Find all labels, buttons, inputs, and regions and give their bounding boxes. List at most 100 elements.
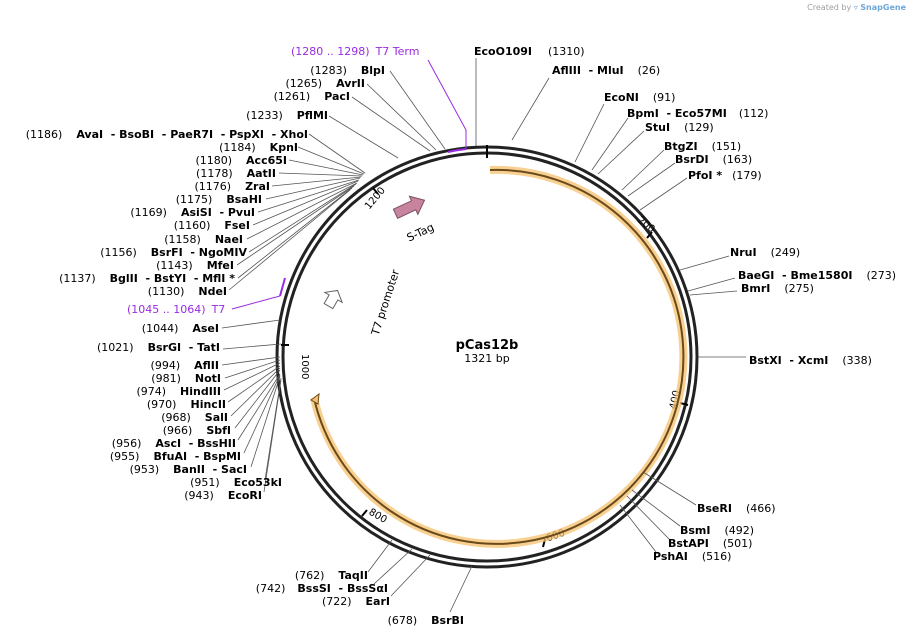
site-pos-taqii: (762) (295, 569, 325, 582)
site-pos-bglii: (1137) (59, 272, 96, 285)
leader-asci (237, 373, 281, 441)
site-label-aflii: (994)AflII (151, 359, 219, 372)
leader-kpni (297, 146, 365, 175)
site-label-bsrfi: (1156)BsrFI - NgoMIV (100, 246, 247, 259)
site-name-banii: BanII - SacI (173, 463, 247, 476)
leader-bsrdi (627, 162, 676, 197)
leader-sali (230, 367, 281, 417)
site-label-bsssi: (742)BssSI - BssSαI (256, 582, 388, 595)
site-name-avrii: AvrII (336, 77, 365, 90)
site-name-afliii: AflIII - MluI (552, 64, 624, 77)
site-label-bpmi: BpmI - Eco57MI (112) (627, 107, 768, 120)
site-label-afliii: AflIII - MluI(26) (552, 64, 660, 77)
leader-bsmi (631, 489, 681, 527)
site-pos-kpni: (1184) (219, 141, 256, 154)
leader-mfei (236, 185, 355, 266)
credit: Created by ▿ SnapGene (807, 3, 906, 12)
leader-zrai (271, 176, 362, 187)
tick-800 (361, 509, 368, 517)
site-label-eco53ki: (951)Eco53kI (190, 476, 282, 489)
site-label-bstxi: BstXI - XcmI(338) (749, 354, 872, 367)
leader-bfuai (243, 374, 281, 454)
leader-bseri (642, 471, 697, 506)
credit-prefix: Created by (807, 3, 852, 12)
site-name-econi: EcoNI (604, 91, 639, 104)
tick-label-1200: 1200 (363, 185, 388, 212)
site-name-paci: PacI (324, 90, 350, 103)
site-label-xhoi: (1186)AvaI - BsoBI - PaeR7I - PspXI - Xh… (26, 128, 308, 141)
orf-arrowhead (310, 392, 320, 405)
site-name-aflii: AflII (194, 359, 219, 372)
leader-naei (246, 182, 358, 240)
site-pos-sali: (968) (161, 411, 191, 424)
site-pos-blpi: (1283) (310, 64, 347, 77)
site-name-pshai: PshAI (653, 550, 688, 563)
site-pos-mfei: (1143) (156, 259, 193, 272)
site-name-bpmi: BpmI - Eco57MI (627, 107, 727, 120)
site-pos-naei: (1158) (164, 233, 201, 246)
site-label-bsrdi: BsrDI(163) (675, 153, 752, 166)
leader-fsei (252, 180, 359, 226)
stag-arrow-icon (392, 195, 426, 219)
site-name-bmri: BmrI (741, 282, 770, 295)
site-label-nrui: NruI (249) (730, 246, 800, 259)
leader-bsssi (373, 548, 413, 585)
site-label-pshai: PshAI (516) (653, 550, 731, 563)
t7-term-name: T7 Term (375, 45, 420, 58)
site-pos-banii: (953) (130, 463, 160, 476)
t7-term-leader (427, 59, 467, 150)
site-pos-bpmi: (112) (739, 107, 769, 120)
site-label-noti: (981)NotI (151, 372, 221, 385)
site-name-bsahi: BsaHI (226, 193, 262, 206)
site-name-sbfi: SbfI (206, 424, 231, 437)
site-name-bseri: BseRI (697, 502, 732, 515)
orf-arc (313, 168, 685, 545)
site-name-ecoo109i: EcoO109I (474, 45, 532, 58)
site-name-blpi: BlpI (361, 64, 385, 77)
site-label-stui: StuI(129) (645, 121, 714, 134)
site-label-bsmi: BsmI(492) (680, 524, 754, 537)
site-name-xhoi: AvaI - BsoBI - PaeR7I - PspXI - XhoI (76, 128, 308, 141)
leader-bsrfi (248, 183, 357, 253)
site-name-hindiii: HindIII (180, 385, 221, 398)
site-pos-sbfi: (966) (163, 424, 193, 437)
site-pos-baegi: (273) (866, 269, 896, 282)
tick-1200 (372, 187, 379, 195)
site-pos-ecoo109i: (1310) (548, 45, 585, 58)
leader-btgzi (621, 149, 665, 191)
leader-aflii (221, 356, 281, 366)
site-name-eari: EarI (366, 595, 390, 608)
site-name-btgzi: BtgZI (664, 140, 698, 153)
leader-bpmi (591, 117, 629, 171)
site-label-ecori: (943)EcoRI (184, 489, 262, 502)
t7-term-pos: (1280 .. 1298) (291, 45, 370, 58)
site-label-naei: (1158)NaeI (164, 233, 243, 246)
plasmid-name: pCas12b (456, 338, 519, 353)
site-pos-ndei: (1130) (148, 285, 185, 298)
site-label-pfoi: PfoI *(179) (688, 169, 762, 182)
site-pos-eco53ki: (951) (190, 476, 220, 489)
leader-acc65i (288, 159, 364, 176)
t7-pos: (1045 .. 1064) (127, 303, 206, 316)
site-pos-fsei: (1160) (174, 219, 211, 232)
leader-asisi (257, 179, 360, 213)
leader-hindiii (223, 362, 281, 391)
tick-label-1000: 1000 (299, 354, 310, 379)
site-label-bsrgi: (1021)BsrGI - TatI (97, 341, 220, 354)
leader-bsahi (265, 177, 361, 200)
site-name-nrui: NruI (730, 246, 757, 259)
site-label-mfei: (1143)MfeI (156, 259, 234, 272)
site-pos-econi: (91) (653, 91, 676, 104)
site-name-acc65i: Acc65I (246, 154, 287, 167)
site-pos-pshai: (516) (702, 550, 732, 563)
leader-asei (221, 319, 281, 329)
leader-pflmi (328, 115, 399, 159)
site-leaders (221, 58, 746, 613)
site-name-zrai: ZraI (245, 180, 270, 193)
site-label-eari: (722)EarI (322, 595, 390, 608)
site-pos-nrui: (249) (771, 246, 801, 259)
leader-econi (574, 103, 605, 163)
site-label-fsei: (1160)FseI (174, 219, 250, 232)
site-name-sali: SalI (205, 411, 228, 424)
site-label-asci: (956)AscI - BssHII (112, 437, 236, 450)
